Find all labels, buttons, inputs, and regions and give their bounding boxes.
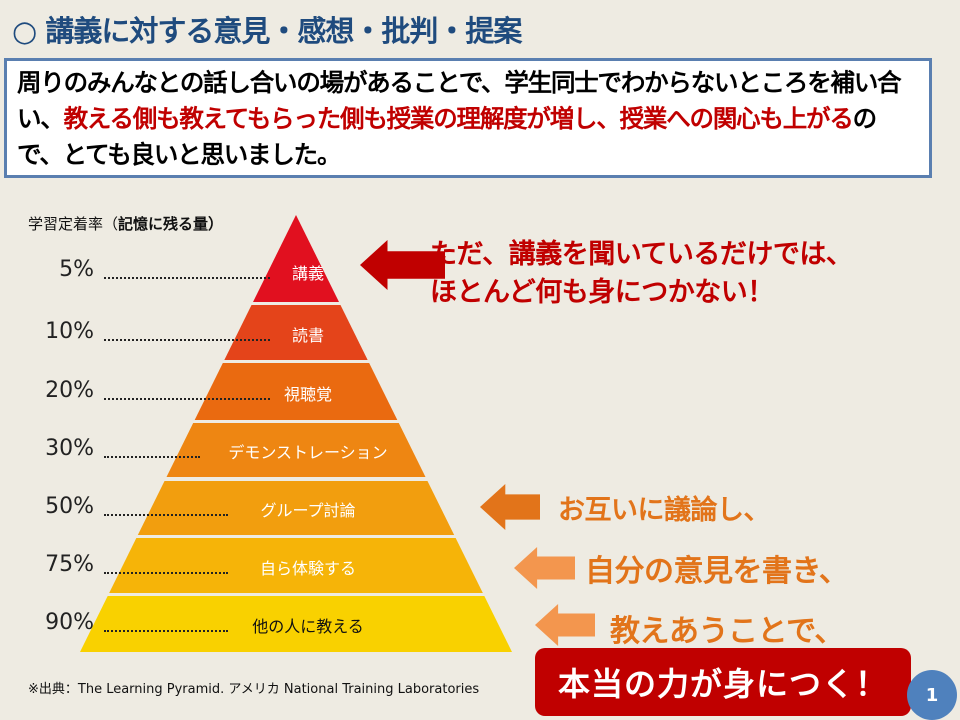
retention-percent: 30% bbox=[45, 436, 94, 461]
lecture-message-line2: ほとんど何も身につかない！ bbox=[430, 277, 774, 308]
left-arrow-icon bbox=[480, 484, 540, 530]
lecture-message-line1: ただ、講義を聞いているだけでは、 bbox=[430, 239, 853, 270]
teach-message: 教えあうことで、 bbox=[610, 614, 844, 649]
lecture-message: ただ、講義を聞いているだけでは、 ほとんど何も身につかない！ bbox=[430, 236, 853, 312]
pyramid-layer-label: 視聴覚 bbox=[283, 384, 333, 404]
pyramid-layer-label: デモンストレーション bbox=[228, 443, 388, 462]
retention-percent: 5% bbox=[59, 256, 94, 282]
left-arrow-icon bbox=[360, 240, 445, 290]
comment-box: 周りのみんなとの話し合いの場があることで、学生同士でわからないところを補い合い、… bbox=[4, 58, 932, 178]
pyramid-layer bbox=[252, 215, 340, 302]
comment-highlight: 教える側も教えてもらった側も授業の理解度が増し、授業への関心も上がる bbox=[63, 104, 854, 133]
left-arrow-icon bbox=[535, 604, 595, 646]
pyramid-layer-label: 講義 bbox=[291, 263, 325, 283]
pyramid-layer bbox=[194, 363, 398, 420]
slide-title: ○ 講義に対する意見・感想・批判・提案 bbox=[12, 14, 522, 48]
pyramid-layer bbox=[137, 481, 455, 535]
conclusion-banner: 本当の力が身につく！ bbox=[535, 648, 911, 716]
dotted-leader bbox=[104, 630, 228, 632]
pyramid-layer-label: 読書 bbox=[291, 325, 325, 345]
dotted-leader bbox=[104, 456, 200, 458]
retention-percent: 20% bbox=[45, 377, 94, 403]
comment-text-end: ので、とても良いと思いました。 bbox=[17, 104, 877, 169]
write-message: 自分の意見を書き、 bbox=[585, 554, 849, 589]
dotted-leader bbox=[104, 276, 270, 279]
dotted-leader bbox=[104, 514, 228, 516]
retention-percent: 10% bbox=[45, 318, 94, 344]
axis-label-bold: 記憶に残る量） bbox=[118, 215, 224, 233]
page-number: 1 bbox=[907, 670, 957, 720]
pyramid-layer-label: グループ討論 bbox=[260, 501, 356, 520]
axis-label: 学習定着率（記憶に残る量） bbox=[28, 213, 223, 234]
axis-label-text: 学習定着率（ bbox=[28, 215, 119, 233]
discuss-message: お互いに議論し、 bbox=[558, 495, 771, 526]
pyramid-layer bbox=[166, 423, 426, 477]
dotted-leader bbox=[104, 338, 270, 341]
comment-text: 周りのみんなとの話し合いの場があることで、学生同士でわからないところを補い合い、 bbox=[17, 68, 902, 133]
retention-percent: 75% bbox=[45, 551, 94, 577]
pyramid-layer-label: 自ら体験する bbox=[259, 558, 357, 578]
left-arrow-icon bbox=[514, 547, 575, 589]
retention-percent: 90% bbox=[45, 610, 94, 635]
pyramid-layer bbox=[224, 305, 368, 360]
dotted-leader bbox=[104, 397, 270, 400]
source-citation: ※出典：The Learning Pyramid. アメリカ National … bbox=[28, 682, 480, 697]
pyramid-layer bbox=[109, 538, 483, 593]
pyramid-layer-label: 他の人に教える bbox=[252, 617, 364, 636]
pyramid-layer bbox=[80, 596, 512, 652]
retention-percent: 50% bbox=[45, 494, 94, 519]
dotted-leader bbox=[104, 571, 228, 574]
